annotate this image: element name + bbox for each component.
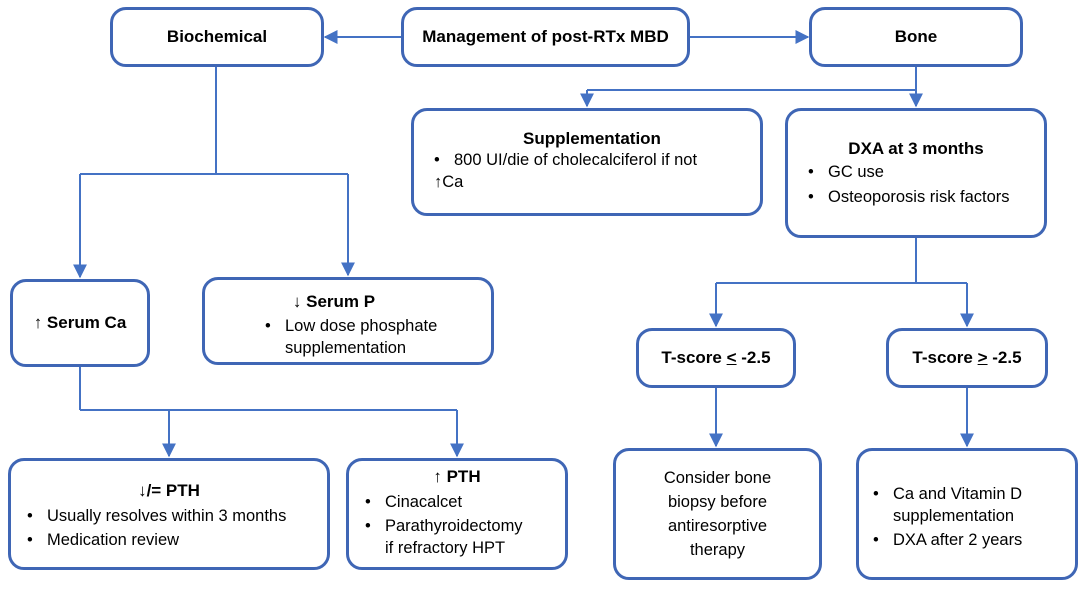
pth-low-node: ↓/= PTH Usually resolves within 3 months… (8, 458, 330, 570)
root-title: Management of post-RTx MBD (422, 27, 669, 46)
list-item: DXA after 2 years (867, 529, 1065, 551)
root-node: Management of post-RTx MBD (401, 7, 690, 67)
serum-ca-title: ↑ Serum Ca (33, 313, 127, 332)
supplementation-node: Supplementation 800 UI/die of cholecalci… (411, 108, 763, 216)
list-item: Ca and Vitamin D supplementation (867, 483, 1065, 527)
dxa-title: DXA at 3 months (848, 139, 984, 158)
tscore-high-label: T-score > -2.5 (912, 348, 1022, 367)
list-item: GC use (802, 161, 1030, 183)
serum-p-list: Low dose phosphate supplementation (219, 315, 477, 359)
pth-high-node: ↑ PTH Cinacalcet Parathyroidectomy if re… (346, 458, 568, 570)
bone-biopsy-text: Consider bone biopsy before antiresorpti… (663, 469, 772, 559)
supplementation-list: 800 UI/die of cholecalciferol if not (428, 149, 746, 171)
tscore-high-node: T-score > -2.5 (886, 328, 1048, 388)
bone-biopsy-node: Consider bone biopsy before antiresorpti… (613, 448, 822, 580)
serum-ca-node: ↑ Serum Ca (10, 279, 150, 367)
tscore-low-label: T-score < -2.5 (661, 348, 771, 367)
bone-title: Bone (894, 27, 938, 46)
list-item: Cinacalcet (359, 491, 555, 513)
biochemical-title: Biochemical (166, 27, 268, 46)
pth-low-list: Usually resolves within 3 months Medicat… (21, 505, 317, 551)
ca-vitd-node: Ca and Vitamin D supplementation DXA aft… (856, 448, 1078, 580)
bone-node: Bone (809, 7, 1023, 67)
list-item: 800 UI/die of cholecalciferol if not (428, 149, 746, 171)
supplementation-continuation: ↑Ca (434, 173, 464, 191)
dxa-node: DXA at 3 months GC use Osteoporosis risk… (785, 108, 1047, 238)
list-item: Parathyroidectomy if refractory HPT (359, 515, 555, 559)
list-item: Osteoporosis risk factors (802, 186, 1030, 208)
list-item: Usually resolves within 3 months (21, 505, 317, 527)
serum-p-title: ↓ Serum P (292, 292, 376, 311)
list-item: Medication review (21, 529, 317, 551)
serum-p-node: ↓ Serum P Low dose phosphate supplementa… (202, 277, 494, 365)
tscore-low-node: T-score < -2.5 (636, 328, 796, 388)
dxa-list: GC use Osteoporosis risk factors (802, 161, 1030, 208)
supplementation-title: Supplementation (523, 129, 661, 148)
biochemical-node: Biochemical (110, 7, 324, 67)
list-item: Low dose phosphate supplementation (259, 315, 477, 359)
pth-high-title: ↑ PTH (433, 467, 481, 486)
pth-high-list: Cinacalcet Parathyroidectomy if refracto… (359, 491, 555, 559)
pth-low-title: ↓/= PTH (138, 481, 200, 500)
ca-vitd-list: Ca and Vitamin D supplementation DXA aft… (867, 483, 1065, 551)
